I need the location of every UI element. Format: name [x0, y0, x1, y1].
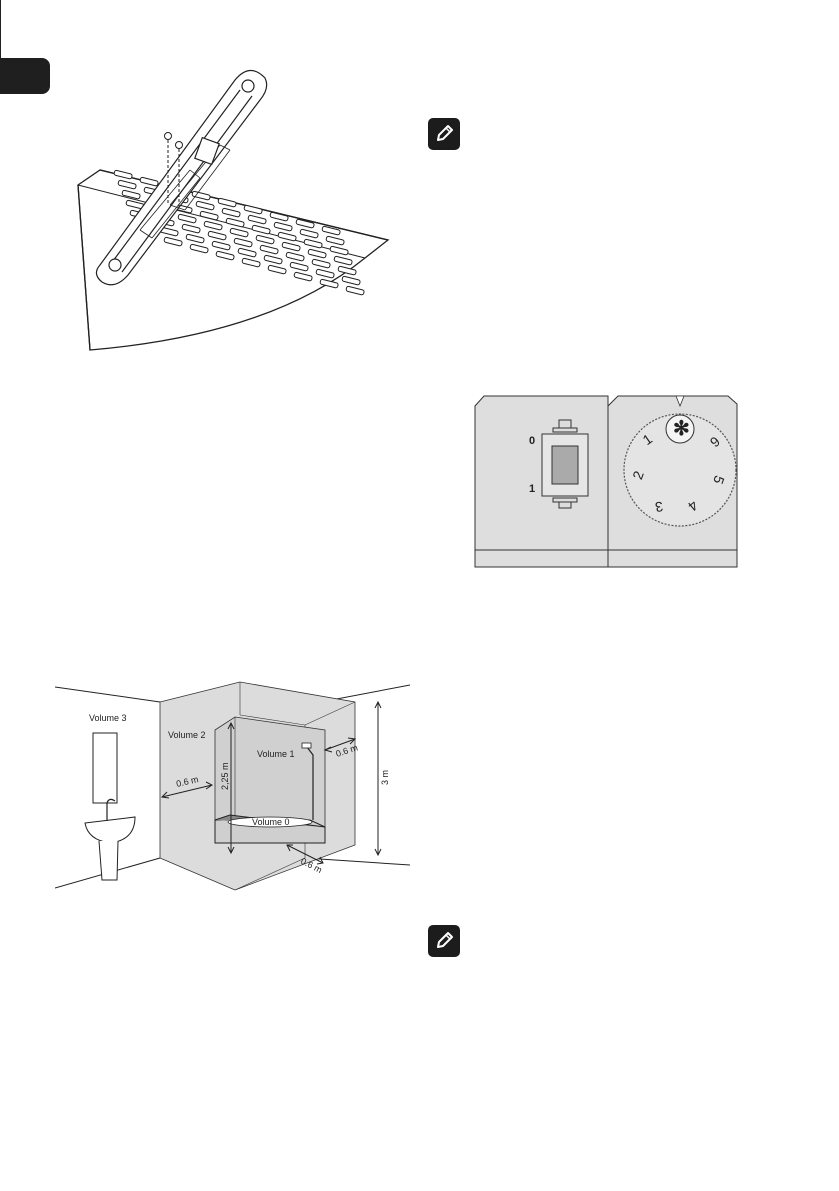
volume-1-label: Volume 1 [257, 749, 295, 759]
grille-slot [243, 204, 263, 215]
frost-symbol: ✻ [673, 418, 690, 440]
control-panel-illustration: 0 1 ✻ 1 2 3 4 5 6 [474, 395, 738, 568]
grille-slot [221, 207, 241, 218]
grille-slot [251, 224, 271, 235]
grille-slot [233, 237, 253, 248]
grille-slot [307, 248, 327, 259]
grille-slot [277, 231, 297, 242]
grille-slot [289, 261, 309, 272]
grille-slot [177, 213, 197, 224]
grille-slot [247, 214, 267, 225]
grille-slot [337, 265, 357, 276]
grille-slots [113, 169, 365, 296]
grille-slot [185, 233, 205, 244]
grille-slot [255, 234, 275, 245]
grille-slot [211, 240, 231, 251]
grille-slot [181, 223, 201, 234]
grille-slot [207, 230, 227, 241]
grille-slot [325, 235, 345, 246]
shower-height-label: 2,25 m [220, 762, 230, 790]
grille-slot [293, 271, 313, 282]
grille-slot [281, 241, 301, 252]
grille-slot [139, 176, 159, 187]
wall-bracket [95, 69, 268, 286]
grille-slot [117, 179, 137, 190]
grille-slot [113, 169, 133, 180]
grille-slot [285, 251, 305, 262]
grille-slot [189, 243, 209, 254]
switch-label-zero: 0 [529, 435, 535, 447]
grille-slot [341, 275, 361, 286]
pencil-note-icon [428, 118, 460, 150]
grille-slot [321, 225, 341, 236]
grille-slot [299, 228, 319, 239]
distance-left-label: 0.6 m [175, 774, 199, 789]
grille-slot [269, 211, 289, 222]
grille-slot [195, 200, 215, 211]
pencil-note-icon [428, 925, 460, 957]
grille-slot [273, 221, 293, 232]
grille-slot [267, 264, 287, 275]
volume-3-label: Volume 3 [89, 713, 127, 723]
dial-number-3: 3 [654, 498, 665, 515]
grille-slot [311, 258, 331, 269]
screws [164, 132, 183, 208]
grille-slot [345, 285, 365, 296]
grille-slot [259, 244, 279, 255]
grille-slot [237, 247, 257, 258]
grille-slot [263, 254, 283, 265]
grille-slot [225, 217, 245, 228]
grille-slot [199, 210, 219, 221]
volume-0-label: Volume 0 [252, 817, 290, 827]
grille-slot [229, 227, 249, 238]
grille-slot [121, 189, 141, 200]
volume-2-label: Volume 2 [168, 730, 206, 740]
grille-slot [163, 236, 183, 247]
bathroom-zones-illustration: 3 m 2,25 m 0.6 m 0.6 m 0.6 m Volume 3 Vo… [55, 681, 411, 891]
thermostat-dial [623, 395, 737, 527]
grille-slot [203, 220, 223, 231]
switch-label-one: 1 [529, 483, 535, 495]
mounting-bracket-illustration [77, 69, 390, 351]
grille-slot [217, 197, 237, 208]
room-height-label: 3 m [380, 770, 390, 785]
power-switch [541, 419, 589, 509]
grille-slot [295, 218, 315, 229]
grille-slot [329, 245, 349, 256]
grille-slot [241, 257, 261, 268]
grille-slot [303, 238, 323, 249]
grille-slot [191, 190, 211, 201]
language-tab [0, 58, 50, 94]
page-edge-line [0, 0, 1, 88]
grille-slot [319, 278, 339, 289]
grille-slot [215, 250, 235, 261]
grille-slot [315, 268, 335, 279]
grille-slot [333, 255, 353, 266]
